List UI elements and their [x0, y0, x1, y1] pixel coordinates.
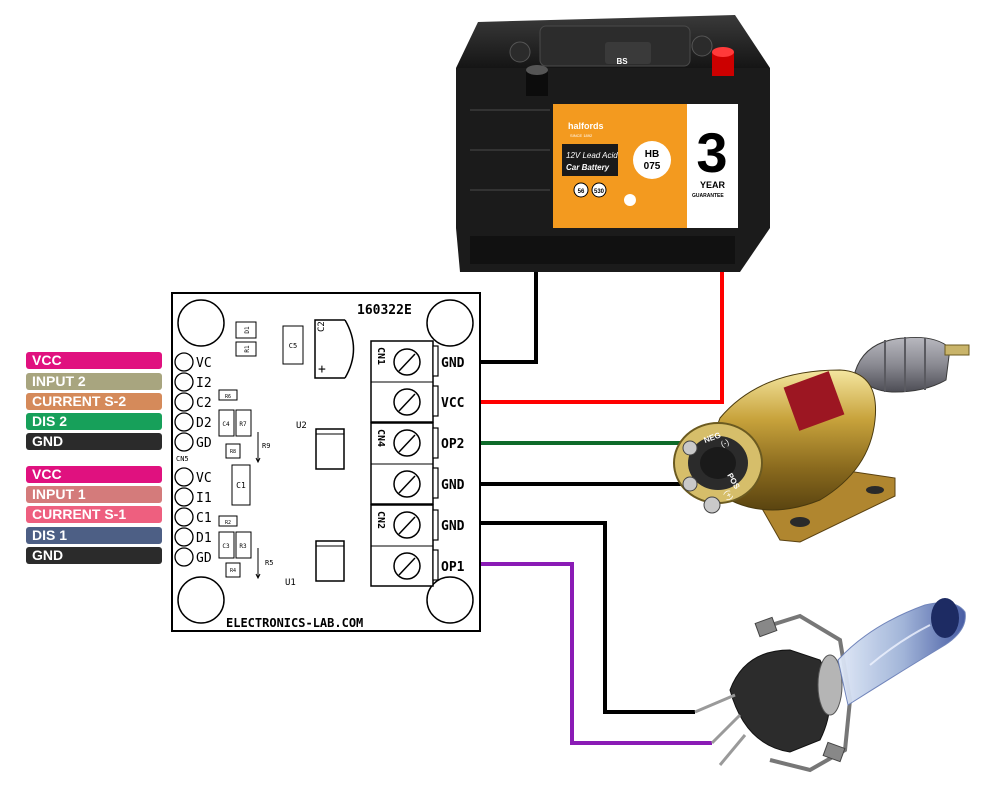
label-input-1: INPUT 1 [26, 486, 162, 503]
pin-label: D1 [196, 531, 212, 546]
comp-r9: R9 [262, 442, 270, 450]
comp-d1-top: D1 [244, 326, 251, 334]
comp-r5: R5 [265, 559, 273, 567]
mounting-hole [426, 576, 474, 624]
comp-c3: C3 [222, 543, 230, 550]
connector-cn4-label: CN4 [375, 429, 386, 447]
wire-lamp-op1 [478, 562, 712, 745]
solenoid-pos-sign: (+) [722, 489, 735, 502]
terminal-blocks [370, 340, 439, 587]
pin-label: VC [196, 471, 212, 486]
battery-cell-label: BS [616, 57, 628, 66]
chip-u2 [315, 428, 345, 470]
comp-u2: U2 [296, 421, 307, 431]
header-cn5 [174, 352, 194, 567]
pin-label: I1 [196, 491, 212, 506]
battery-type-line2: Car Battery [566, 163, 610, 172]
label-current-s1: CURRENT S-1 [26, 506, 162, 523]
battery-model-line2: 075 [644, 161, 661, 172]
battery-type-line1: 12V Lead Acid [566, 151, 618, 160]
comp-r4: R4 [230, 568, 236, 574]
label-vcc-1: VCC [26, 466, 162, 483]
pin-label: VC [196, 356, 212, 371]
pin-label: I2 [196, 376, 212, 391]
comp-r6: R6 [225, 394, 231, 400]
battery-model-line1: HB [645, 149, 659, 160]
battery-warranty-line2: GUARANTEE [692, 193, 724, 199]
halogen-lamp [694, 598, 966, 773]
solenoid-neg-sign: (-) [720, 438, 731, 449]
comp-c4: C4 [222, 421, 230, 428]
comp-r3: R3 [239, 543, 247, 550]
label-current-s2: CURRENT S-2 [26, 393, 162, 410]
label-input-2: INPUT 2 [26, 373, 162, 390]
label-dis-2: DIS 2 [26, 413, 162, 430]
comp-r7: R7 [239, 421, 247, 428]
comp-c5: C5 [289, 342, 297, 350]
pin-label: GD [196, 436, 212, 451]
comp-u1: U1 [285, 578, 296, 588]
connector-cn1-label: CN1 [375, 347, 386, 365]
battery-positive-terminal [712, 52, 734, 76]
battery-badge-a: 56 [578, 189, 585, 195]
pin-label: C2 [196, 396, 212, 411]
battery-warranty-line1: YEAR [700, 180, 726, 190]
battery-since: SINCE 1892 [570, 133, 593, 138]
pcb-board: 160322E ELECTRONICS-LAB.COM D1 R1 C5 C2 … [171, 292, 481, 632]
pin-label: GD [196, 551, 212, 566]
connector-cn2-label: CN2 [375, 511, 386, 529]
terminal-label-op1: OP1 [441, 560, 465, 575]
car-battery: halfords SINCE 1892 12V Lead Acid Car Ba… [456, 15, 770, 272]
pin-label: D2 [196, 416, 212, 431]
wire-lamp-gnd [478, 521, 695, 714]
mounting-hole [426, 299, 474, 347]
terminal-label-gnd: GND [441, 356, 465, 371]
comp-r8: R8 [230, 449, 236, 455]
label-gnd-2: GND [26, 433, 162, 450]
terminal-label-gnd: GND [441, 519, 465, 534]
chip-u1 [315, 540, 345, 582]
battery-warranty-number: 3 [696, 121, 727, 184]
comp-c2-plus: + [318, 362, 326, 377]
connector-cn5-label: CN5 [176, 455, 189, 463]
label-vcc-2: VCC [26, 352, 162, 369]
mounting-hole [177, 299, 225, 347]
label-gnd-1: GND [26, 547, 162, 564]
comp-r2: R2 [225, 520, 231, 526]
solenoid: NEG (-) POS (+) [673, 337, 970, 543]
wire-battery-negative [478, 263, 538, 364]
pin-label: C1 [196, 511, 212, 526]
comp-c1: C1 [236, 481, 246, 490]
board-code: 160322E [357, 303, 412, 318]
battery-badge-b: 530 [594, 189, 605, 195]
terminal-label-vcc: VCC [441, 396, 464, 411]
comp-r1: R1 [244, 345, 251, 353]
terminal-label-gnd: GND [441, 478, 465, 493]
mounting-hole [177, 576, 225, 624]
comp-c2-label: C2 [317, 321, 327, 332]
battery-brand: halfords [568, 121, 604, 131]
terminal-label-op2: OP2 [441, 437, 464, 452]
label-dis-1: DIS 1 [26, 527, 162, 544]
board-brand: ELECTRONICS-LAB.COM [226, 616, 363, 630]
